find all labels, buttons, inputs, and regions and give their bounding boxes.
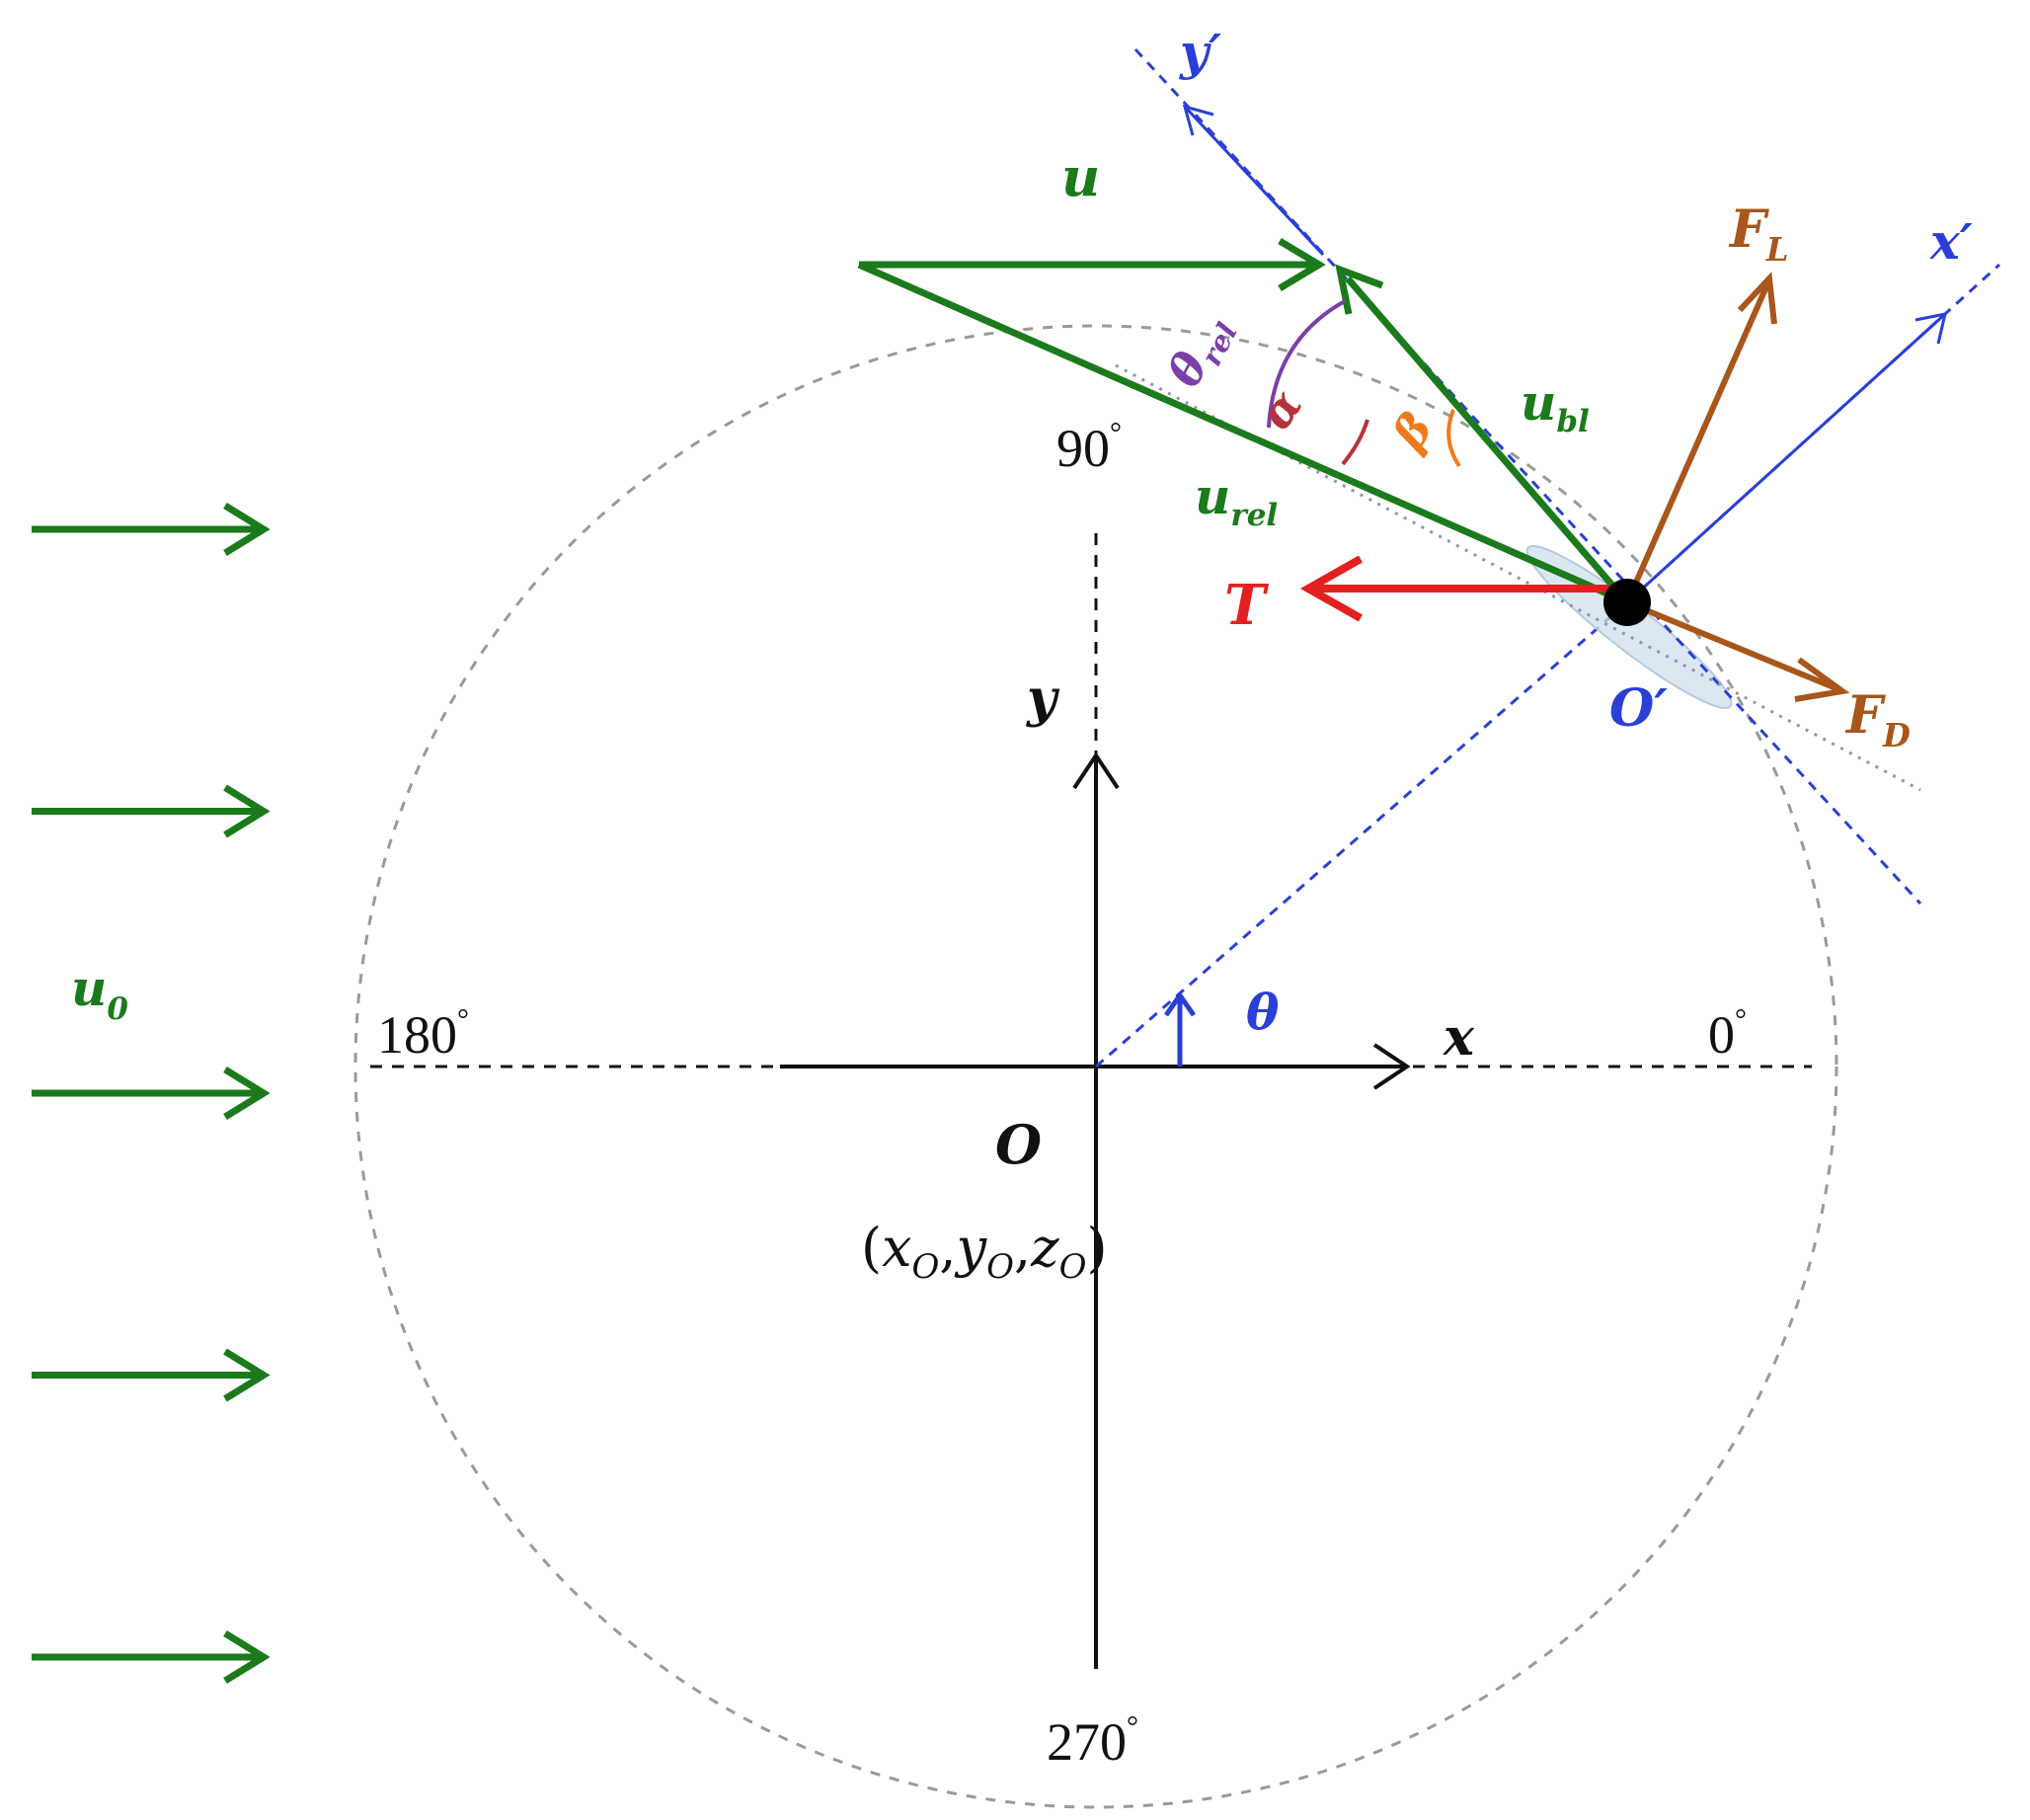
label-x-axis: x [1443,1007,1475,1068]
u-rel-vector [857,261,1629,606]
beta-arc [1446,409,1461,468]
label-origin: O [995,1113,1042,1176]
theta-angle-arrowhead [1163,990,1197,1017]
degree-symbol: ° [1110,417,1122,449]
x-axis-arrowhead [1372,1043,1411,1090]
y-prime-axis [1183,105,1325,257]
label-u-rel: urel [1195,467,1278,533]
angle-label-90: 90° [1056,417,1122,478]
label-y-prime: y′ [1179,23,1221,81]
label-u: u [1061,145,1100,208]
drag-force-vector [1625,599,1840,692]
label-lift-force: FL [1728,199,1789,269]
blade-orbit-circle [353,324,1838,1809]
degree-symbol: ° [1735,1003,1747,1036]
u-bl-vector [1345,276,1630,605]
lift-force-vector [1624,282,1770,604]
angle-label-0: 0° [1708,1003,1747,1065]
label-beta: β [1381,403,1444,460]
label-y-axis: y [1026,669,1060,729]
angle-label-180: 180° [377,1003,469,1065]
inflow-arrow-head [223,1630,271,1684]
u-bl-vector-arrowhead [1335,264,1384,315]
inflow-arrows [32,503,271,1684]
inflow-arrow-head [223,1067,271,1120]
label-tension: T [1224,573,1270,638]
label-alpha: α [1249,379,1313,438]
tension-vector-arrowhead [1299,555,1363,622]
y-axis-arrowhead [1072,752,1120,790]
alpha-arc [1341,419,1369,466]
label-origin-coordinates: (xO,yO,zO) [861,1217,1108,1287]
degree-symbol: ° [457,1003,469,1036]
y-prime-axis-extension [1133,47,1922,906]
blade-center-point [1603,579,1651,626]
rotor-radius-line [1095,600,1628,1068]
inflow-arrow-head [223,503,271,556]
lift-force-arrowhead [1737,272,1777,325]
y-prime-axis-arrowhead [1182,104,1214,136]
inflow-arrow-head [223,1348,271,1402]
label-u-bl: ubl [1521,373,1590,439]
x-prime-axis-arrowhead [1914,312,1947,345]
theta-rel-arc [1267,299,1346,429]
inflow-arrow-head [223,784,271,838]
drag-force-arrowhead [1794,657,1850,702]
label-theta: θ [1246,983,1280,1041]
label-x-prime: x′ [1929,212,1973,271]
degree-symbol: ° [1127,1710,1138,1743]
angle-label-270: 270° [1047,1710,1138,1772]
label-o-prime: O′ [1609,678,1668,739]
label-inflow-u0: u0 [71,959,128,1027]
x-prime-axis [1625,312,1947,604]
label-theta-rel: θrel [1157,305,1244,398]
label-drag-force: FD [1844,685,1911,754]
u-vector-arrowhead [1278,237,1326,292]
chord-line [1115,363,1921,792]
